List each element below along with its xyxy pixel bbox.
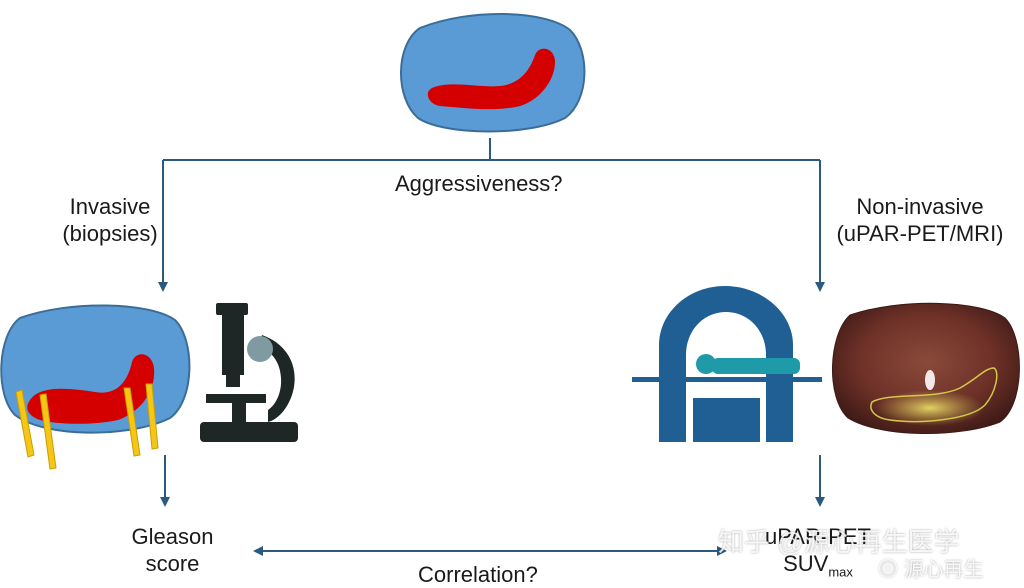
branch-lines <box>158 138 825 556</box>
noninvasive-label: Non-invasive (uPAR-PET/MRI) <box>822 193 1018 247</box>
invasive-label-line2: (biopsies) <box>62 221 158 246</box>
noninvasive-label-line2: (uPAR-PET/MRI) <box>836 221 1004 246</box>
weibo-watermark: ◉ 源心再生 <box>878 553 984 582</box>
biopsy-prostate-icon <box>0 304 191 434</box>
top-prostate-icon <box>400 12 586 133</box>
correlation-question: Correlation? <box>418 562 538 587</box>
upar-pet-label: uPAR-PET <box>765 524 871 549</box>
biopsy-needle-icons <box>15 383 159 470</box>
gleason-label-line2: score <box>145 551 200 576</box>
zhihu-watermark: 知乎 @源心再生医学 <box>718 527 960 557</box>
noninvasive-label-line1: Non-invasive <box>856 194 984 219</box>
pet-scanner-icon <box>632 286 822 442</box>
weibo-icon: ◉ <box>878 559 904 581</box>
weibo-watermark-text: 源心再生 <box>903 559 984 581</box>
suv-max-label: SUVmax <box>748 550 888 585</box>
invasive-label: Invasive (biopsies) <box>30 193 190 247</box>
upar-pet-suv-label: uPAR-PET SUVmax <box>748 523 888 585</box>
mri-image <box>832 302 1020 435</box>
aggressiveness-question: Aggressiveness? <box>395 171 563 196</box>
suv-sub: max <box>828 564 853 580</box>
invasive-label-line1: Invasive <box>69 194 151 219</box>
microscope-icon <box>200 303 298 442</box>
gleason-label-line1: Gleason <box>131 524 214 549</box>
suv-main: SUV <box>783 551 829 576</box>
gleason-score-label: Gleason score <box>105 523 240 577</box>
